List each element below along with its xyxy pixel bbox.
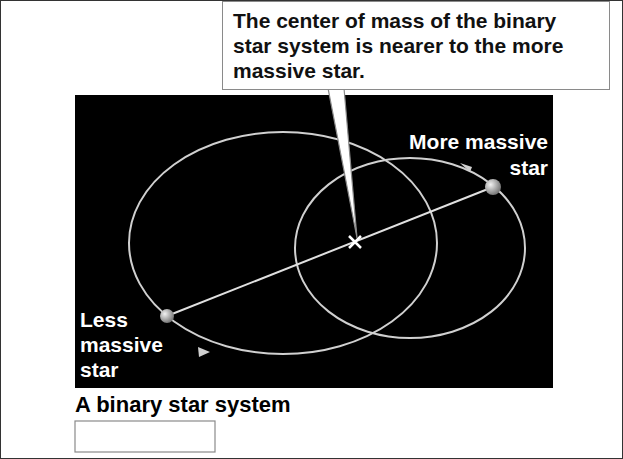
figure-caption: A binary star system: [75, 391, 291, 419]
orbit-more-massive: [295, 158, 525, 338]
more-massive-star: [485, 179, 501, 195]
orbit-arrowhead: [460, 163, 472, 172]
orbit-arrowhead: [198, 347, 210, 357]
orbit-less-massive: [129, 132, 437, 354]
callout-box: The center of mass of the binary star sy…: [222, 1, 610, 90]
connecting-line: [167, 187, 493, 316]
callout-text: The center of mass of the binary star sy…: [233, 8, 599, 83]
less-massive-star: [160, 309, 174, 323]
star-label: More massive star: [388, 129, 548, 181]
empty-box: [75, 421, 215, 452]
space-background: [75, 95, 553, 388]
callout-pointer: [328, 88, 357, 238]
center-of-mass-mark: [349, 236, 361, 248]
star-label: Less massive star: [80, 307, 170, 382]
